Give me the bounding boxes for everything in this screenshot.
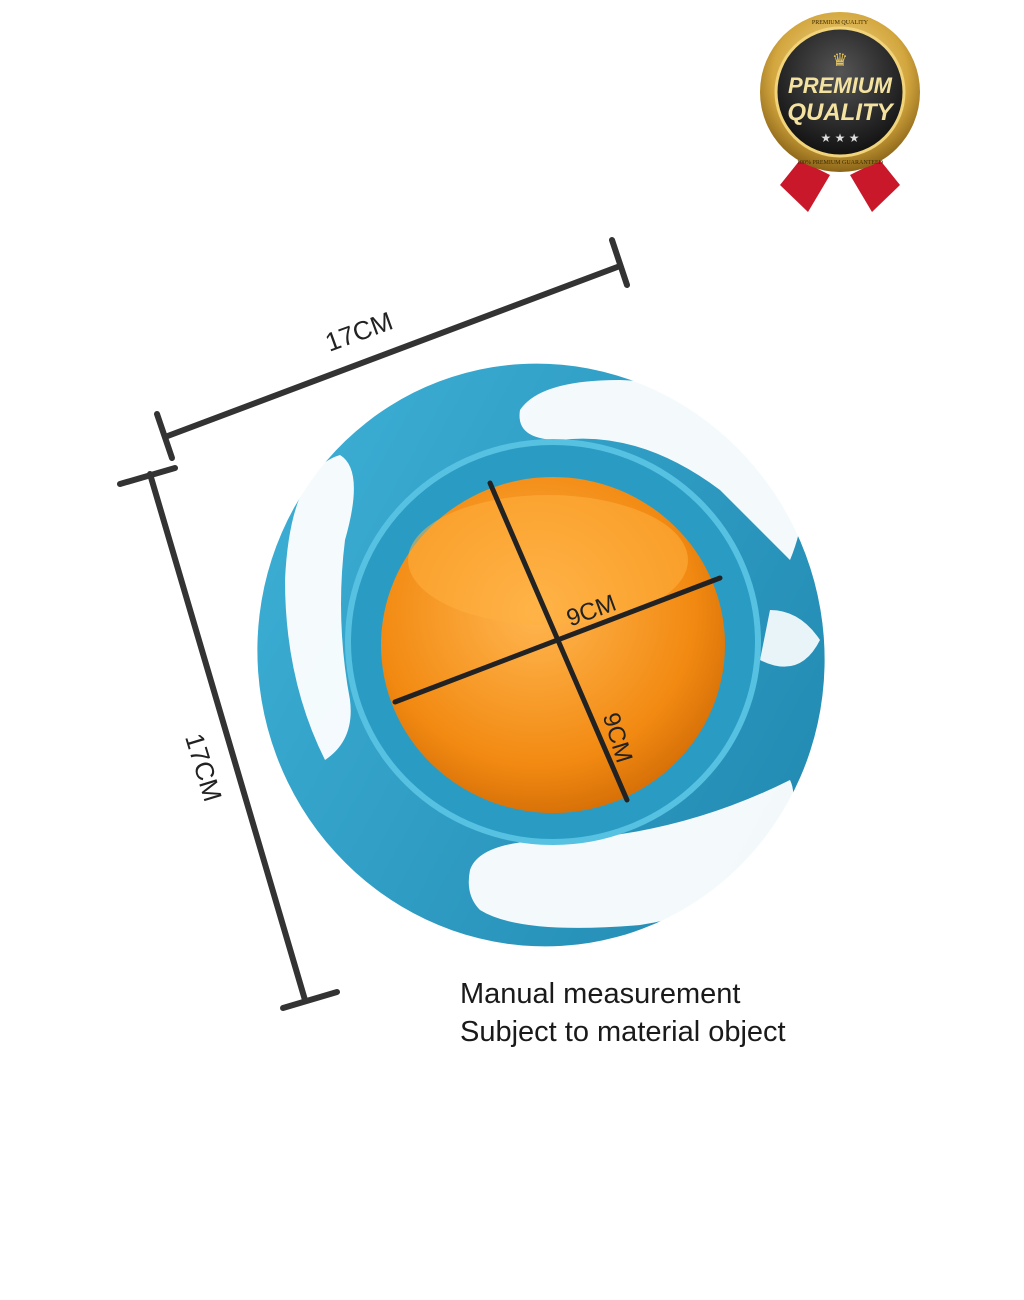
gyro-bowl bbox=[257, 363, 825, 947]
caption-line2: Subject to material object bbox=[460, 1016, 786, 1048]
badge-title-line2: QUALITY bbox=[787, 99, 894, 126]
badge-ring-text: PREMIUM QUALITY bbox=[812, 20, 869, 26]
caption-line1: Manual measurement bbox=[460, 978, 741, 1010]
badge-bottom-text: 100% PREMIUM GUARANTEED bbox=[797, 160, 884, 166]
dimension-lines bbox=[117, 237, 723, 1011]
outer-width-label: 17CM bbox=[321, 306, 396, 358]
stars-icon: ★ ★ ★ bbox=[821, 131, 860, 145]
badge-title-line1: PREMIUM bbox=[788, 73, 893, 98]
crown-icon: ♛ bbox=[832, 50, 848, 70]
outer-height-label: 17CM bbox=[179, 730, 228, 805]
premium-quality-badge: PREMIUM QUALITY ♛ ★ ★ ★ 100% PREMIUM GUA… bbox=[760, 12, 920, 212]
